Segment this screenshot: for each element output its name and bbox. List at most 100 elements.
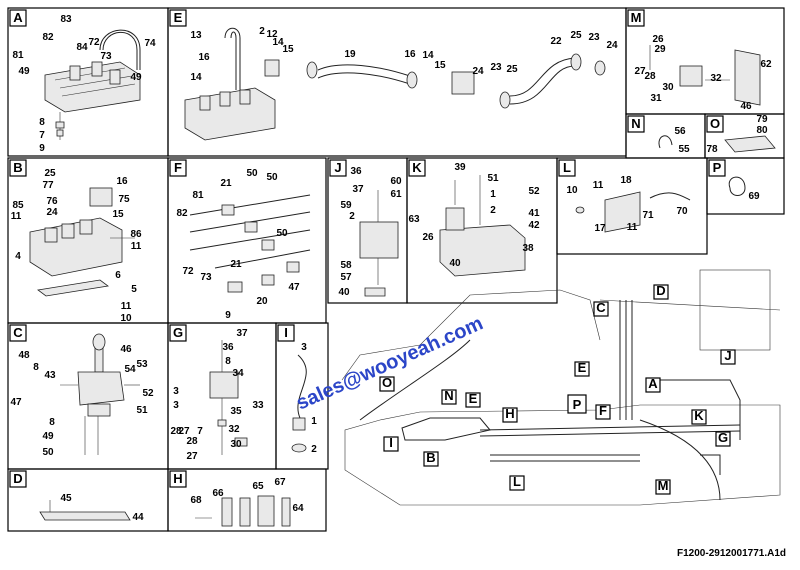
overview-callout-f: F bbox=[595, 403, 611, 420]
overview-callout-a-letter: A bbox=[648, 376, 658, 391]
part-label-b: 11 bbox=[121, 301, 132, 312]
part-label-b: 77 bbox=[42, 180, 54, 191]
part-label-c: 8 bbox=[49, 417, 55, 428]
panel-p-frame bbox=[706, 157, 785, 215]
part-label-a: 74 bbox=[144, 38, 156, 49]
part-label-k: 51 bbox=[487, 173, 499, 184]
part-label-l: 10 bbox=[566, 185, 578, 196]
panel-m-art bbox=[649, 45, 761, 106]
part-label-f: 72 bbox=[182, 266, 194, 277]
part-label-m: 31 bbox=[650, 93, 662, 104]
overview-callout-l-letter: L bbox=[513, 474, 521, 489]
part-label-j: 2 bbox=[349, 211, 355, 222]
panel-tag-o-letter: O bbox=[710, 116, 720, 131]
panel-tag-c-box bbox=[9, 324, 27, 342]
panel-tag-h: H bbox=[169, 470, 187, 488]
panel-tag-p-box bbox=[708, 159, 726, 177]
panel-i-art bbox=[291, 354, 307, 453]
panel-tag-e: E bbox=[169, 9, 187, 27]
part-label-c: 46 bbox=[120, 344, 132, 355]
overview-callout-i-letter: I bbox=[389, 435, 393, 450]
part-label-e: 19 bbox=[344, 49, 356, 60]
panel-tag-l-box bbox=[558, 159, 576, 177]
part-label-a: 7 bbox=[39, 130, 45, 141]
panel-g-art bbox=[209, 340, 248, 455]
panel-tag-m-letter: M bbox=[631, 10, 642, 25]
overview-callout-l-box bbox=[509, 475, 525, 491]
panel-h-frame bbox=[167, 468, 327, 532]
panel-tag-m-box bbox=[627, 9, 645, 27]
part-label-n: 55 bbox=[678, 144, 690, 155]
part-label-f: 50 bbox=[276, 228, 288, 239]
overview-callout-b-letter: B bbox=[426, 450, 435, 465]
panel-tag-e-box bbox=[169, 9, 187, 27]
part-label-p: 69 bbox=[748, 191, 760, 202]
part-label-b: 16 bbox=[116, 176, 128, 187]
overview-callout-k-box bbox=[691, 409, 707, 425]
overview-callout-e-letter: E bbox=[469, 391, 478, 406]
panel-tag-j-box bbox=[329, 159, 347, 177]
overview-callout-b-box bbox=[423, 451, 439, 467]
part-label-f: 21 bbox=[220, 178, 232, 189]
part-label-f: 47 bbox=[288, 282, 300, 293]
overview-callout-e: E bbox=[465, 391, 481, 408]
part-label-o: 80 bbox=[756, 125, 768, 136]
panel-tag-l: L bbox=[558, 159, 576, 177]
panel-c-art bbox=[60, 333, 140, 455]
panel-tag-b-letter: B bbox=[13, 160, 22, 175]
part-label-e: 23 bbox=[490, 62, 502, 73]
diagram-code: F1200-2912001771.A1d bbox=[677, 548, 786, 559]
part-label-g: 28 bbox=[186, 436, 198, 447]
overview-callout-d-box bbox=[653, 284, 669, 300]
part-label-g: 36 bbox=[222, 342, 234, 353]
overview-callout-e-box bbox=[574, 361, 590, 377]
panel-tag-d: D bbox=[9, 470, 27, 488]
panel-tag-i-box bbox=[277, 324, 295, 342]
part-label-g: 7 bbox=[197, 426, 203, 437]
part-label-a: 49 bbox=[130, 72, 142, 83]
panel-tag-i: I bbox=[277, 324, 295, 342]
part-label-m: 26 bbox=[652, 34, 664, 45]
part-label-j: 58 bbox=[340, 260, 352, 271]
part-label-m: 62 bbox=[760, 59, 772, 70]
panel-tag-d-letter: D bbox=[13, 471, 22, 486]
part-label-k: 39 bbox=[454, 162, 466, 173]
part-label-e: 12 bbox=[266, 29, 278, 40]
panel-tag-g: G bbox=[169, 324, 187, 342]
overview-callout-j: J bbox=[720, 348, 736, 365]
panel-tag-a-box bbox=[9, 9, 27, 27]
part-label-b: 24 bbox=[46, 207, 58, 218]
panel-tag-e-letter: E bbox=[174, 10, 183, 25]
overview-callout-m-letter: M bbox=[658, 478, 669, 493]
panel-tag-j-letter: J bbox=[334, 160, 341, 175]
part-label-g: 30 bbox=[230, 439, 242, 450]
part-label-b: 10 bbox=[120, 313, 132, 324]
part-label-m: 32 bbox=[710, 73, 722, 84]
panel-tag-g-box bbox=[169, 324, 187, 342]
panel-d-frame bbox=[7, 468, 169, 532]
overview-callout-o: O bbox=[379, 375, 395, 392]
part-label-h: 64 bbox=[292, 503, 304, 514]
panel-a-art bbox=[44, 29, 141, 140]
panel-e-art bbox=[184, 27, 606, 141]
part-label-k: 1 bbox=[490, 189, 496, 200]
panel-tag-n: N bbox=[627, 115, 645, 133]
part-label-f: 20 bbox=[256, 296, 268, 307]
panel-tag-c: C bbox=[9, 324, 27, 342]
panel-tag-d-box bbox=[9, 470, 27, 488]
overview-callout-i: I bbox=[383, 435, 399, 452]
part-label-g: 33 bbox=[252, 400, 264, 411]
part-label-g: 27 bbox=[178, 426, 190, 437]
panel-tag-h-letter: H bbox=[173, 471, 182, 486]
panel-tag-b: B bbox=[9, 159, 27, 177]
part-label-i: 1 bbox=[311, 416, 317, 427]
part-label-a: 49 bbox=[18, 66, 30, 77]
overview-callout-b: B bbox=[423, 450, 439, 467]
part-label-a: 9 bbox=[39, 143, 45, 154]
part-label-o: 78 bbox=[706, 144, 718, 155]
part-label-j: 57 bbox=[340, 272, 352, 283]
panel-tag-o: O bbox=[706, 115, 724, 133]
part-label-e: 15 bbox=[434, 60, 446, 71]
overview-callout-a: A bbox=[645, 376, 661, 393]
